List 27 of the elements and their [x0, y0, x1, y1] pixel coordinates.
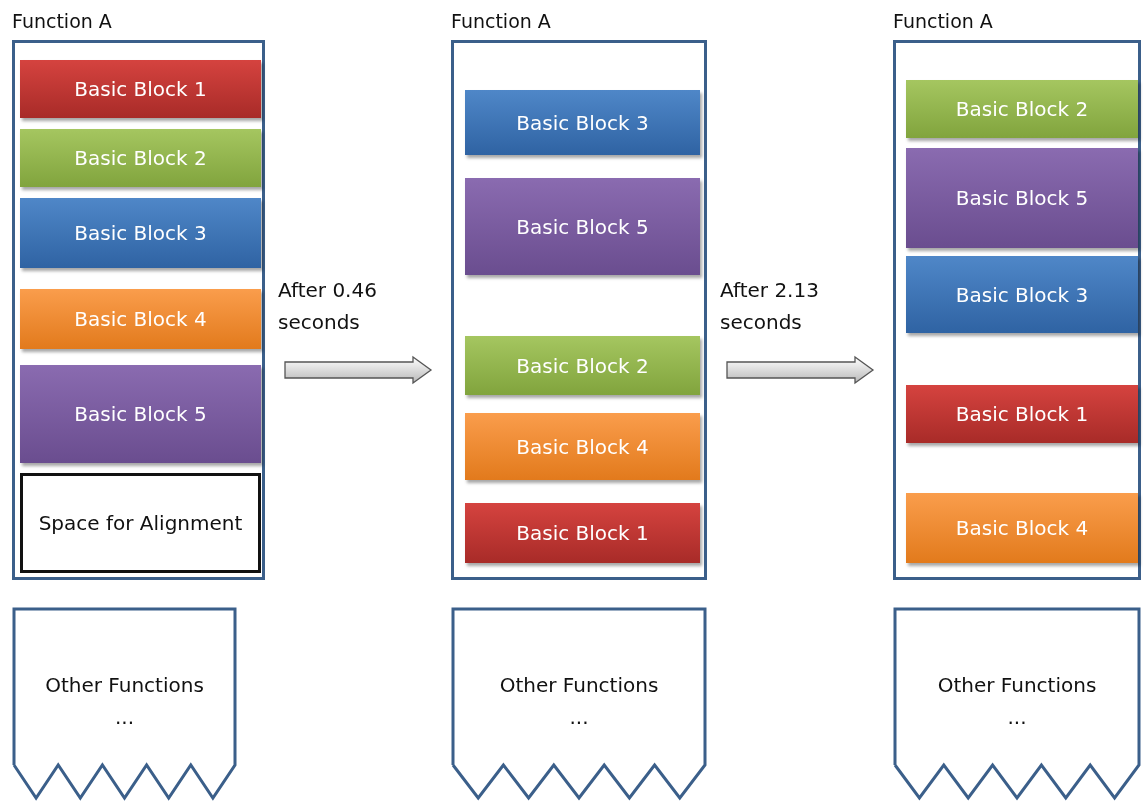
- basic-block-box: Basic Block 1: [20, 60, 261, 118]
- basic-block-box: Basic Block 3: [465, 90, 700, 155]
- function-heading: Function A: [12, 10, 112, 32]
- basic-block-box: Basic Block 5: [20, 365, 261, 463]
- other-functions-text: ...: [569, 704, 589, 731]
- block-arrow: [284, 355, 433, 385]
- basic-block-box: Basic Block 5: [906, 148, 1138, 248]
- function-heading: Function A: [451, 10, 551, 32]
- other-functions-text: Other Functions: [937, 672, 1097, 699]
- other-functions-text: Other Functions: [499, 672, 659, 699]
- block-arrow: [726, 355, 875, 385]
- other-functions-text: Other Functions: [45, 672, 204, 699]
- basic-block-box: Basic Block 1: [906, 385, 1138, 443]
- other-functions-text: ...: [114, 704, 135, 731]
- basic-block-box: Basic Block 2: [20, 129, 261, 187]
- basic-block-box: Basic Block 3: [20, 198, 261, 268]
- basic-block-box: Basic Block 1: [465, 503, 700, 563]
- other-functions-text: ...: [1007, 704, 1027, 731]
- function-heading: Function A: [893, 10, 993, 32]
- basic-block-box: Basic Block 2: [465, 336, 700, 395]
- basic-block-box: Basic Block 4: [906, 493, 1138, 563]
- basic-block-box: Basic Block 3: [906, 256, 1138, 333]
- basic-block-box: Basic Block 4: [20, 289, 261, 349]
- basic-block-box: Basic Block 5: [465, 178, 700, 275]
- basic-block-box: Basic Block 4: [465, 413, 700, 480]
- basic-block-box: Basic Block 2: [906, 80, 1138, 138]
- alignment-space-box: Space for Alignment: [20, 473, 261, 573]
